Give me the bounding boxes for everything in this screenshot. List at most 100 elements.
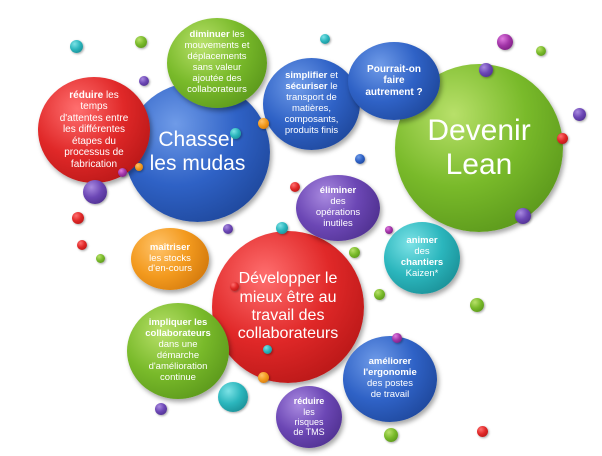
impliquer-l6: continue xyxy=(160,371,196,383)
reduire-temps-bold: réduire xyxy=(69,89,104,101)
devenir-lean-line1: Devenir xyxy=(427,113,531,147)
ameliorer-bold1: améliorer xyxy=(368,356,412,368)
decor-dot xyxy=(479,63,493,77)
decor-dot xyxy=(385,226,393,234)
decor-dot xyxy=(139,76,149,86)
reduire-temps-l7: fabrication xyxy=(70,158,118,170)
eliminer-l3: opérations xyxy=(315,207,361,218)
reduire-temps-l4: les différentes xyxy=(62,124,126,136)
decor-dot xyxy=(477,426,488,437)
maitriser-l2: les stocks xyxy=(149,252,191,264)
simplifier-bold1: simplifier xyxy=(285,70,328,82)
decor-dot xyxy=(258,118,269,129)
impliquer-bold1: impliquer les xyxy=(148,317,208,329)
decor-dot xyxy=(515,208,531,224)
impliquer-bubble: impliquer les collaborateurs dans une dé… xyxy=(127,303,229,399)
animer-l4: Kaizen* xyxy=(405,267,439,279)
animer-bubble: animer des chantiers Kaizen* xyxy=(384,222,460,294)
ameliorer-bubble: améliorer l'ergonomie des postes de trav… xyxy=(343,336,437,422)
decor-dot xyxy=(70,40,83,53)
developper-line2: mieux être au xyxy=(239,288,337,306)
ameliorer-l3: des postes xyxy=(367,378,413,389)
reduire-tms-l4: de TMS xyxy=(293,427,325,438)
developper-line4: collaborateurs xyxy=(237,325,339,343)
decor-dot xyxy=(83,180,107,204)
eliminer-bold: éliminer xyxy=(319,185,357,197)
reduire-temps-l3: d'attentes entre xyxy=(59,112,129,124)
decor-dot xyxy=(96,254,105,263)
diminuer-rest1: les xyxy=(229,29,245,41)
diminuer-bold: diminuer xyxy=(189,29,230,41)
decor-dot xyxy=(77,240,87,250)
decor-dot xyxy=(118,168,127,177)
impliquer-l3: dans une xyxy=(158,339,198,351)
decor-dot xyxy=(536,46,546,56)
reduire-temps-bubble: réduire les temps d'attentes entre les d… xyxy=(38,77,150,183)
diminuer-bubble: diminuer les mouvements et déplacements … xyxy=(167,18,267,108)
decor-dot xyxy=(135,36,147,48)
animer-bold1: animer xyxy=(406,235,438,247)
reduire-temps-rest1: les xyxy=(103,89,119,101)
simplifier-bubble: simplifier et sécuriser le transport de … xyxy=(263,58,360,150)
ameliorer-l4: de travail xyxy=(370,388,410,400)
decor-dot xyxy=(573,108,586,121)
decor-dot xyxy=(349,247,360,258)
simplifier-l3: transport de xyxy=(286,92,337,104)
simplifier-mid: et xyxy=(327,70,338,82)
maitriser-l3: d'en-cours xyxy=(147,263,193,275)
decor-dot xyxy=(155,403,167,415)
pourrait-l2: faire xyxy=(383,75,405,87)
decor-dot xyxy=(230,282,239,291)
reduire-tms-bubble: réduire les risques de TMS xyxy=(276,386,342,448)
chasser-mudas-line1: Chasser xyxy=(158,127,237,151)
diminuer-l2: mouvements et xyxy=(184,40,250,52)
decor-dot xyxy=(374,289,385,300)
decor-dot xyxy=(276,222,288,234)
animer-bold3: chantiers xyxy=(400,257,444,268)
maitriser-bubble: maîtriser les stocks d'en-cours xyxy=(131,228,209,290)
decor-dot xyxy=(320,34,330,44)
simplifier-l6: produits finis xyxy=(284,124,339,136)
pourrait-bubble: Pourrait-on faire autrement ? xyxy=(348,42,440,120)
ameliorer-bold2: l'ergonomie xyxy=(363,367,417,379)
chasser-mudas-line2: les mudas xyxy=(149,152,246,175)
decor-dot xyxy=(497,34,513,50)
reduire-temps-l2: temps xyxy=(80,101,108,113)
decor-dot xyxy=(384,428,398,442)
decor-dot xyxy=(223,224,233,234)
decor-dot xyxy=(263,345,272,354)
diminuer-l3: déplacements xyxy=(187,51,247,63)
diminuer-l5: ajoutée des xyxy=(192,72,242,84)
maitriser-bold: maîtriser xyxy=(149,241,191,253)
decor-dot xyxy=(470,298,484,312)
eliminer-bubble: éliminer des opérations inutiles xyxy=(296,175,380,241)
reduire-temps-l6: processus de xyxy=(64,147,124,159)
decor-dot xyxy=(230,128,241,139)
decor-dot xyxy=(258,372,269,383)
pourrait-l3: autrement ? xyxy=(365,86,423,98)
devenir-lean-line2: Lean xyxy=(445,148,513,181)
decor-dot xyxy=(218,382,248,412)
reduire-tms-l2: les xyxy=(303,406,315,417)
decor-dot xyxy=(355,154,365,164)
reduire-tms-bold: réduire xyxy=(293,396,325,407)
decor-dot xyxy=(290,182,300,192)
chasser-mudas-bubble: Chasser les mudas xyxy=(125,82,270,222)
simplifier-l5: composants, xyxy=(284,113,339,125)
simplifier-bold2: sécuriser xyxy=(285,81,328,93)
impliquer-l4: démarche xyxy=(156,350,200,361)
decor-dot xyxy=(392,333,402,343)
eliminer-l4: inutiles xyxy=(323,217,353,229)
impliquer-bold2: collaborateurs xyxy=(145,328,211,340)
developper-line1: Développer le xyxy=(238,270,338,288)
diminuer-l4: sans valeur xyxy=(192,62,242,73)
reduire-tms-l3: risques xyxy=(294,417,324,427)
developper-line3: travail des xyxy=(251,307,325,324)
decor-dot xyxy=(72,212,84,224)
diminuer-l6: collaborateurs xyxy=(187,83,247,95)
impliquer-l5: d'amélioration xyxy=(148,360,208,372)
eliminer-l2: des xyxy=(330,196,346,208)
pourrait-l1: Pourrait-on xyxy=(367,63,421,75)
simplifier-l4: matières, xyxy=(291,103,332,114)
reduire-temps-l5: étapes du xyxy=(72,135,116,147)
